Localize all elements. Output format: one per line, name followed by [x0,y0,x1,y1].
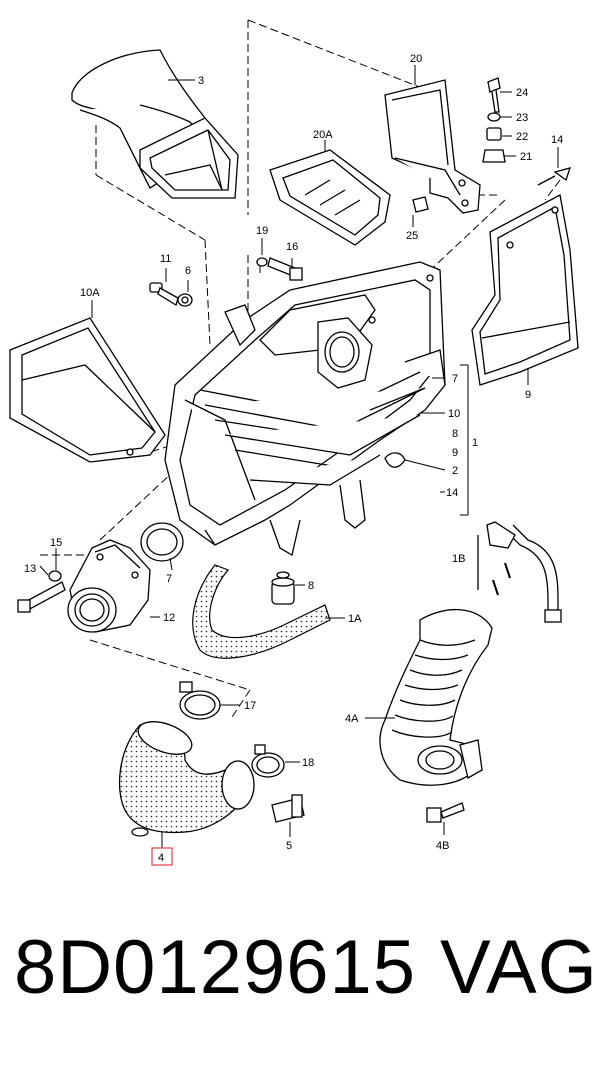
callout-23: 23 [516,112,528,124]
callout-17: 17 [244,700,256,712]
bolt-part-4b [426,802,465,823]
callout-14-top: 14 [551,134,563,146]
fitting-part-5 [271,794,305,823]
gasket-part-7 [140,522,184,562]
callout-14-right: 14 [446,487,458,499]
highlight-box-part-4 [151,847,173,866]
breather-pipe-part-1b [477,521,562,623]
air-filter-housing-part-1 [164,261,446,557]
intake-scoop-part-10a [9,317,166,463]
callout-7-gasket: 7 [166,573,172,585]
callout-6: 6 [185,265,191,277]
leader-lines [39,65,559,848]
hose-clamp-part-17 [179,681,221,720]
rubber-mount-part-8 [271,571,295,605]
callout-16: 16 [286,241,298,253]
callout-24: 24 [516,87,528,99]
callout-4: 4 [158,852,164,864]
callout-20a: 20A [313,129,333,141]
callout-19: 19 [256,225,268,237]
intake-duct-part-3 [71,49,239,199]
callout-1: 1 [472,437,478,449]
callout-22: 22 [516,131,528,143]
callout-15: 15 [50,537,62,549]
callout-4b: 4B [436,840,449,852]
callout-8-mount: 8 [308,580,314,592]
callout-9-panel: 9 [525,389,531,401]
brand-name: VAG [440,925,598,1010]
mounting-bracket-part-20 [384,79,481,214]
cover-panel-part-9 [471,194,579,386]
callout-8-right: 8 [452,428,458,440]
callout-9-right: 9 [452,447,458,459]
callout-11: 11 [160,253,171,265]
callout-20: 20 [410,53,422,65]
callout-10: 10 [448,408,460,420]
corrugated-hose-part-4a [379,609,493,786]
callout-1a: 1A [348,613,362,625]
callout-3: 3 [198,75,204,87]
callout-18: 18 [302,757,314,769]
group-1-brace [460,364,469,516]
callout-12: 12 [163,612,175,624]
callout-7-right: 7 [452,373,458,385]
callout-1b: 1B [452,553,465,565]
callout-5: 5 [286,840,292,852]
small-hardware [17,77,571,613]
air-filter-exploded-diagram: 3 20 20A 24 23 22 21 14 19 16 11 6 25 10… [9,19,579,866]
hose-clamp-part-18 [251,744,285,778]
hose-part-4 [118,723,251,834]
callout-4a: 4A [345,713,359,725]
callout-2: 2 [452,465,458,477]
part-number: 8D0129615 [14,925,417,1010]
callout-numbers: 3 20 20A 24 23 22 21 14 19 16 11 6 25 10… [24,53,563,864]
hose-part-1a [192,564,331,659]
callout-13: 13 [24,563,36,575]
hose-part-4-clamps [131,721,255,837]
intake-neck-part-12 [67,539,151,633]
callout-25: 25 [406,230,418,242]
callout-10a: 10A [80,287,100,299]
callout-21: 21 [520,151,532,163]
vent-duct-part-20a [269,149,391,246]
